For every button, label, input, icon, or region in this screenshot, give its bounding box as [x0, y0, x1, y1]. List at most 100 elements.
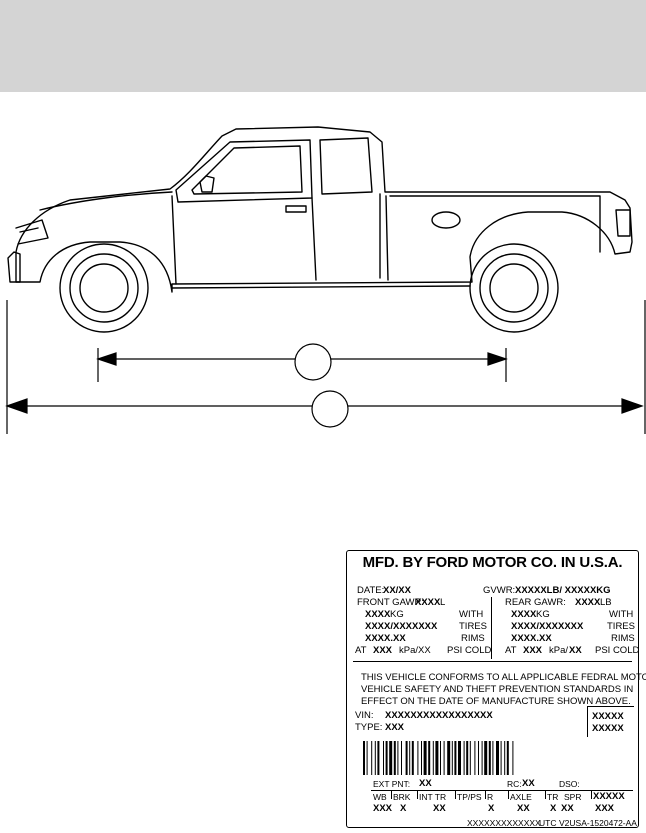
barcode-bar — [423, 741, 427, 775]
front-psi: PSI COLD — [447, 645, 492, 656]
callout-1 — [294, 343, 332, 381]
barcode-bar — [371, 741, 373, 775]
barcode-bar — [417, 741, 419, 775]
rear-gawr-lb: XXXX — [575, 597, 601, 608]
conformity-line-1: THIS VEHICLE CONFORMS TO ALL APPLICABLE … — [361, 672, 646, 683]
barcode-bar — [496, 741, 499, 775]
code-header-spr: SPR — [564, 792, 582, 802]
gvwr-label: GVWR: — [483, 585, 516, 596]
section-divider — [353, 661, 632, 662]
barcode-bar — [385, 741, 388, 775]
barcode-bar — [432, 741, 434, 775]
barcode-bar — [488, 741, 491, 775]
rear-at: AT — [505, 645, 517, 656]
rear-tires-label: TIRES — [607, 621, 635, 632]
truck-dimension-diagram — [5, 126, 646, 434]
barcode-bar — [405, 741, 408, 775]
conformity-line-2: VEHICLE SAFETY AND THEFT PREVENTION STAN… — [361, 684, 634, 695]
barcode-bar — [466, 741, 469, 775]
conformity-line-3: EFFECT ON THE DATE OF MANUFACTURE SHOWN … — [361, 696, 631, 707]
code-tick — [455, 791, 456, 799]
code-tick — [508, 791, 509, 799]
column-divider — [491, 597, 492, 659]
front-wheel — [59, 243, 149, 333]
barcode-bar — [435, 741, 439, 775]
date-label: DATE: — [357, 585, 385, 596]
footer-part-number: V2USA-1520472-AA — [559, 818, 637, 828]
code-header-wb: WB — [373, 792, 387, 802]
footer-code: XXXXXXXXXXXXX — [467, 818, 541, 828]
barcode-bar — [409, 741, 411, 775]
rear-rims-label: RIMS — [611, 633, 635, 644]
barcode-bar — [383, 741, 384, 775]
barcode-bar — [474, 741, 476, 775]
code-tick — [545, 791, 546, 799]
front-tires-label: TIRES — [459, 621, 487, 632]
rear-kpa-bold: XX — [569, 645, 582, 656]
rear-psi: PSI COLD — [595, 645, 640, 656]
rear-kpa-unit: kPa/ — [549, 645, 569, 656]
barcode-bar — [397, 741, 399, 775]
label-title: MFD. BY FORD MOTOR CO. IN U.S.A. — [362, 554, 623, 571]
barcode-bar — [492, 741, 494, 775]
code-value-axle: XX — [517, 803, 530, 814]
code-tick — [591, 791, 592, 799]
date-value: XX/XX — [383, 585, 411, 596]
barcode-bar — [484, 741, 488, 775]
front-with: WITH — [459, 609, 484, 620]
rear-kpa: XXX — [523, 645, 543, 656]
rear-tires: XXXX/XXXXXXX — [511, 621, 584, 632]
ext-pnt-label: EXT PNT: — [373, 779, 411, 789]
rear-with: WITH — [609, 609, 634, 620]
barcode-bar — [440, 741, 441, 775]
ext-pnt-value: XX — [419, 778, 432, 789]
front-gawr-lb: XXXX — [415, 597, 441, 608]
code-value-int-tr: XX — [433, 803, 446, 814]
rear-gawr-lb-unit: LB — [600, 597, 612, 608]
rear-gawr-label: REAR GAWR: — [505, 597, 566, 608]
front-gawr-lb-unit: L — [440, 597, 446, 608]
rc-value: XX — [522, 778, 535, 789]
code-header-tr: TR — [547, 792, 559, 802]
front-rims: XXXX.XX — [365, 633, 406, 644]
barcode — [363, 741, 514, 775]
code-value-spr: XX — [561, 803, 574, 814]
barcode-bar — [393, 741, 396, 775]
barcode-bar — [428, 741, 431, 775]
rc-label: RC: — [507, 779, 522, 789]
rear-gawr-kg-unit: KG — [536, 609, 550, 620]
box-value-2: XXXXX — [592, 723, 624, 734]
type-label: TYPE: — [355, 722, 383, 733]
front-kpa-unit: kPa/XX — [399, 645, 431, 656]
front-gawr-kg: XXXX — [365, 609, 391, 620]
barcode-bar — [481, 741, 483, 775]
codes-divider — [371, 790, 633, 791]
barcode-bar — [389, 741, 393, 775]
barcode-bar — [443, 741, 445, 775]
barcode-bar — [500, 741, 502, 775]
barcode-bar — [374, 741, 376, 775]
code-header-tp-ps: TP/PS — [457, 792, 482, 802]
barcode-bar — [377, 741, 380, 775]
code-box — [587, 706, 634, 737]
rear-wheel — [469, 243, 559, 333]
code-value-tr: X — [550, 803, 557, 814]
callout-2 — [311, 390, 349, 428]
code-tick — [391, 791, 392, 799]
box-value-1: XXXXX — [592, 711, 624, 722]
code-tick — [485, 791, 486, 799]
code-value-wb: XXX — [373, 803, 393, 814]
front-at: AT — [355, 645, 367, 656]
code-value-brk: X — [400, 803, 407, 814]
rear-gawr-kg: XXXX — [511, 609, 537, 620]
code-header-axle: AXLE — [510, 792, 532, 802]
footer-utc: UTC — [539, 818, 557, 828]
barcode-bar — [451, 741, 453, 775]
vin-value: XXXXXXXXXXXXXXXXX — [385, 710, 493, 721]
barcode-bar — [512, 741, 514, 775]
rear-rims: XXXX.XX — [511, 633, 552, 644]
front-tires: XXXX/XXXXXXX — [365, 621, 438, 632]
type-value: XXX — [385, 722, 405, 733]
barcode-bar — [458, 741, 461, 775]
code-value-extra: XXX — [595, 803, 615, 814]
